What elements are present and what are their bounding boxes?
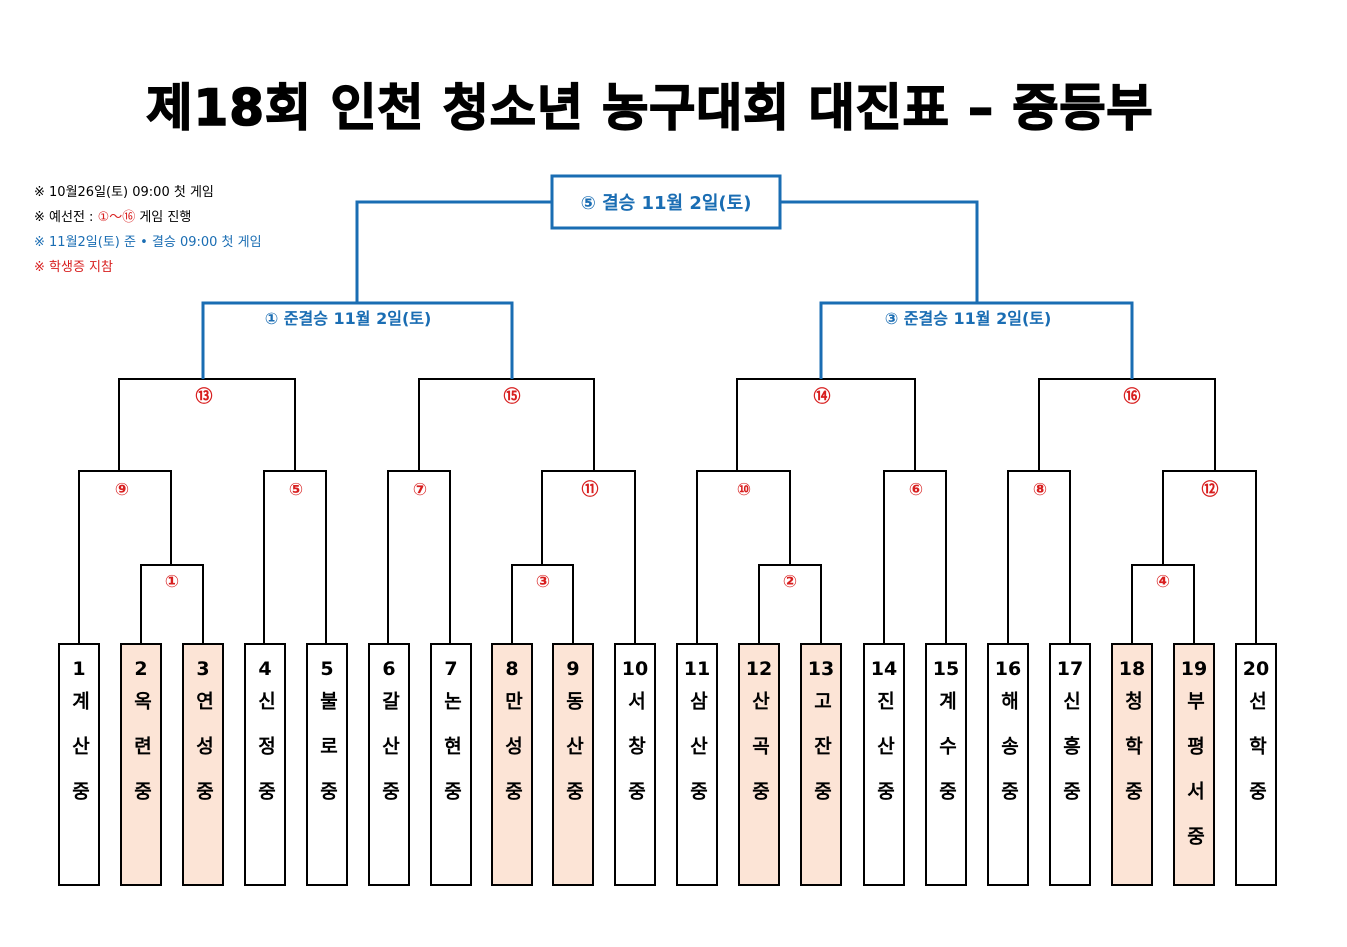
team-name: 신흥중 <box>1059 691 1082 826</box>
note-prelim-after: 게임 진행 <box>135 210 192 225</box>
team-number: 8 <box>505 658 519 680</box>
game-label-5: ⑤ <box>289 480 303 500</box>
notes-panel: ※ 10월26일(토) 09:00 첫 게임 ※ 예선전 : ①～⑯ 게임 진행… <box>34 180 262 280</box>
final-box <box>550 174 782 230</box>
note-student-id: ※ 학생증 지참 <box>34 260 113 275</box>
page-title: 제18회 인천 청소년 농구대회 대진표 – 중등부 <box>146 78 1154 138</box>
team-name: 삼산중 <box>686 691 709 826</box>
team-name: 계수중 <box>935 691 958 826</box>
game-label-14: ⑭ <box>814 386 831 407</box>
team-box: 20 선학중 <box>1235 643 1277 886</box>
team-box: 19 부평서중 <box>1173 643 1215 886</box>
team-box: 16 해송중 <box>987 643 1029 886</box>
team-box: 5 불로중 <box>306 643 348 886</box>
game-label-15: ⑮ <box>504 386 521 407</box>
team-box: 3 연성중 <box>182 643 224 886</box>
team-name: 서창중 <box>624 691 647 826</box>
bracket-line-g14 <box>736 378 916 471</box>
team-box: 17 신흥중 <box>1049 643 1091 886</box>
team-number: 16 <box>994 658 1022 680</box>
bracket-line-g9 <box>78 470 172 643</box>
game-label-16: ⑯ <box>1124 386 1141 407</box>
team-number: 18 <box>1118 658 1146 680</box>
team-number: 13 <box>807 658 835 680</box>
team-number: 2 <box>134 658 148 680</box>
note-prelim: ※ 예선전 : ①～⑯ 게임 진행 <box>34 205 262 230</box>
team-number: 3 <box>196 658 210 680</box>
team-number: 6 <box>382 658 396 680</box>
bracket-line-final <box>355 200 979 303</box>
note-finals: ※ 11월2일(토) 준 • 결승 09:00 첫 게임 <box>34 235 262 250</box>
bracket-line-g11 <box>541 470 636 643</box>
game-label-3: ③ <box>536 572 550 592</box>
team-number: 11 <box>683 658 711 680</box>
team-name: 옥련중 <box>130 691 153 826</box>
game-label-13: ⑬ <box>196 386 213 407</box>
team-box: 14 진산중 <box>863 643 905 886</box>
game-label-11: ⑪ <box>582 479 599 500</box>
team-name: 신정중 <box>254 691 277 826</box>
team-number: 20 <box>1242 658 1270 680</box>
team-number: 14 <box>870 658 898 680</box>
team-number: 5 <box>320 658 334 680</box>
note-prelim-before: ※ 예선전 : <box>34 210 98 225</box>
team-number: 17 <box>1056 658 1084 680</box>
final-label: ⑤ 결승 11월 2일(토) <box>581 193 752 214</box>
team-box: 6 갈산중 <box>368 643 410 886</box>
team-number: 12 <box>745 658 773 680</box>
team-number: 9 <box>566 658 580 680</box>
bracket-line-g13 <box>118 378 296 471</box>
game-label-10: ⑩ <box>737 480 751 500</box>
game-label-8: ⑧ <box>1033 480 1047 500</box>
game-label-12: ⑫ <box>1202 479 1219 500</box>
team-name: 만성중 <box>501 691 524 826</box>
game-label-6: ⑥ <box>909 480 923 500</box>
team-name: 동산중 <box>562 691 585 826</box>
team-name: 진산중 <box>873 691 896 826</box>
team-name: 부평서중 <box>1183 691 1206 871</box>
game-label-1: ① <box>165 572 179 592</box>
team-name: 산곡중 <box>748 691 771 826</box>
team-box: 9 동산중 <box>552 643 594 886</box>
team-box: 13 고잔중 <box>800 643 842 886</box>
team-box: 15 계수중 <box>925 643 967 886</box>
team-number: 15 <box>932 658 960 680</box>
bracket-line-g10 <box>696 470 791 643</box>
game-label-7: ⑦ <box>413 480 427 500</box>
game-label-4: ④ <box>1156 572 1170 592</box>
team-name: 고잔중 <box>810 691 833 826</box>
team-name: 불로중 <box>316 691 339 826</box>
team-name: 선학중 <box>1245 691 1268 826</box>
team-box: 4 신정중 <box>244 643 286 886</box>
team-box: 18 청학중 <box>1111 643 1153 886</box>
note-prelim-range: ①～⑯ <box>97 210 136 225</box>
bracket-line-g15 <box>418 378 595 471</box>
team-box: 11 삼산중 <box>676 643 718 886</box>
team-number: 1 <box>72 658 86 680</box>
team-number: 4 <box>258 658 272 680</box>
game-label-9: ⑨ <box>115 480 129 500</box>
team-number: 7 <box>444 658 458 680</box>
team-name: 갈산중 <box>378 691 401 826</box>
team-box: 1 계산중 <box>58 643 100 886</box>
team-number: 19 <box>1180 658 1208 680</box>
team-name: 해송중 <box>997 691 1020 826</box>
team-name: 계산중 <box>68 691 91 826</box>
team-box: 2 옥련중 <box>120 643 162 886</box>
team-box: 7 논현중 <box>430 643 472 886</box>
semifinal-left-label: ① 준결승 11월 2일(토) <box>265 309 432 328</box>
team-box: 10 서창중 <box>614 643 656 886</box>
game-label-2: ② <box>783 572 797 592</box>
semifinal-right-label: ③ 준결승 11월 2일(토) <box>885 309 1052 328</box>
team-box: 12 산곡중 <box>738 643 780 886</box>
team-name: 청학중 <box>1121 691 1144 826</box>
team-name: 연성중 <box>192 691 215 826</box>
bracket-line-g16 <box>1038 378 1216 471</box>
team-number: 10 <box>621 658 649 680</box>
team-name: 논현중 <box>440 691 463 826</box>
bracket-line-g12 <box>1162 470 1257 643</box>
team-box: 8 만성중 <box>491 643 533 886</box>
note-first-game: ※ 10월26일(토) 09:00 첫 게임 <box>34 185 214 200</box>
